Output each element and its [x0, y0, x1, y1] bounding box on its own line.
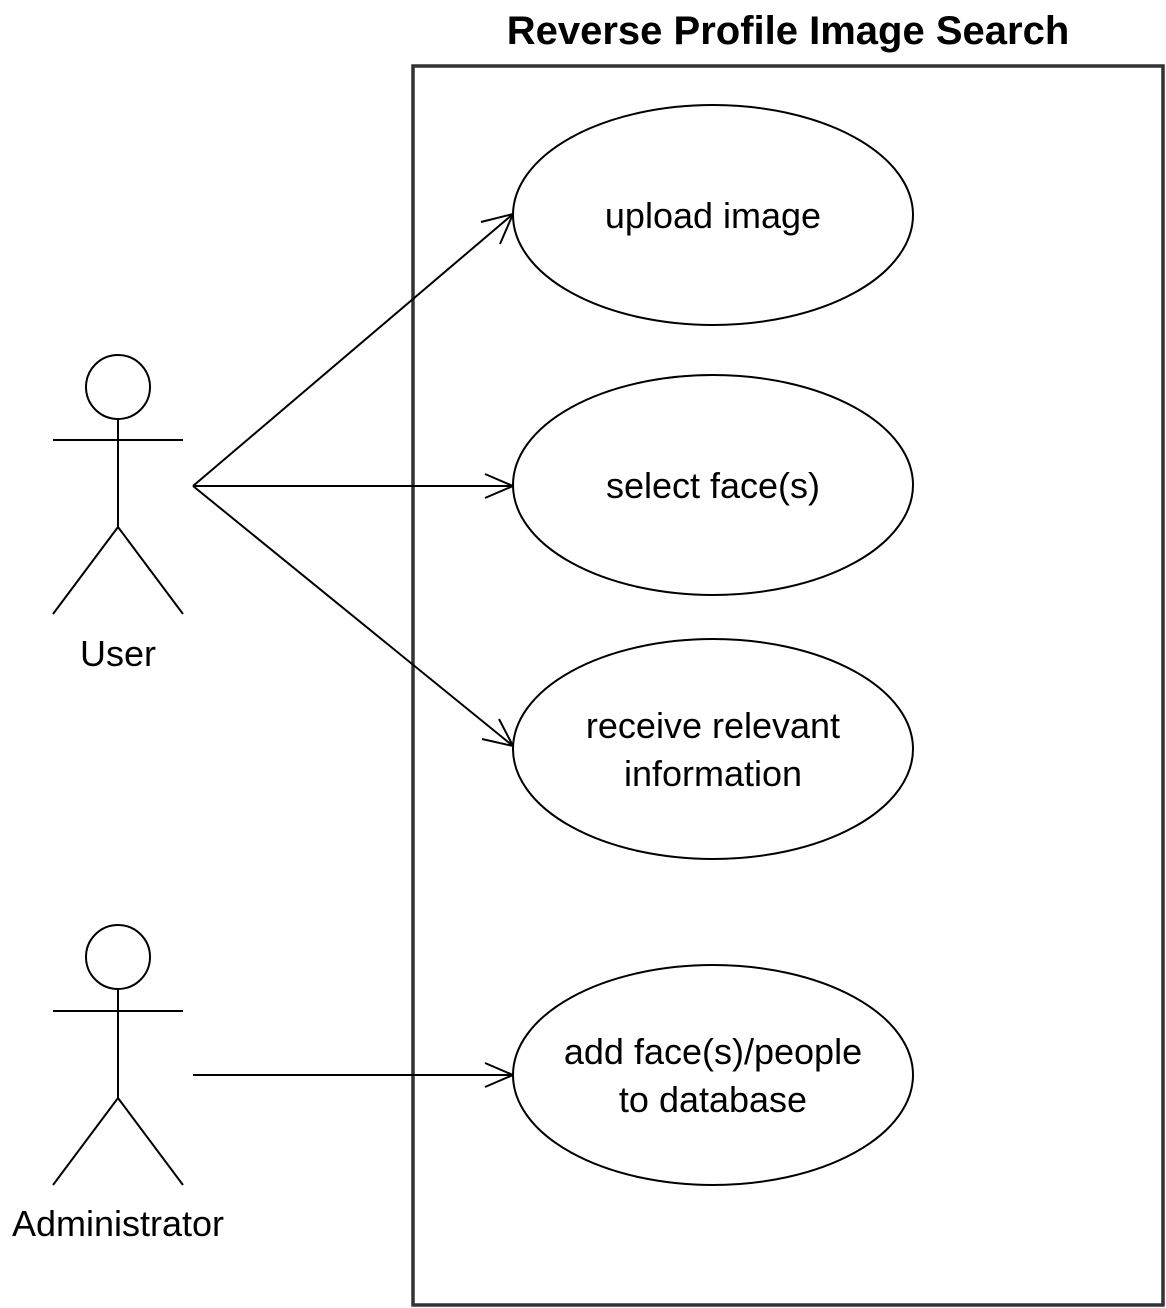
actor-right-leg [117, 1097, 184, 1186]
use-case-receive-information: receive relevant information [512, 638, 914, 860]
use-case-label-line-1: receive relevant [586, 705, 840, 746]
use-case-label: upload image [605, 195, 821, 236]
use-case-select-faces: select face(s) [512, 374, 914, 596]
use-case-ellipse [512, 964, 914, 1186]
use-case-ellipse [512, 374, 914, 596]
actor-left-leg [52, 526, 119, 615]
use-case-label-line-2: to database [619, 1079, 807, 1120]
stick-figure-icon [52, 354, 184, 615]
actor-label: User [80, 633, 156, 674]
use-case-ellipse [512, 104, 914, 326]
actor-right-leg [117, 526, 184, 615]
use-case-label-line-2: information [624, 753, 802, 794]
actor-administrator: Administrator [12, 924, 224, 1244]
associations [192, 212, 516, 1088]
actor-left-leg [52, 1097, 119, 1186]
system-title: Reverse Profile Image Search [507, 9, 1070, 53]
use-case-add-to-database: add face(s)/people to database [512, 964, 914, 1186]
stick-figure-icon [52, 924, 184, 1186]
use-case-upload-image: upload image [512, 104, 914, 326]
use-case-label-line-1: add face(s)/people [564, 1031, 862, 1072]
actor-head [85, 924, 151, 990]
actor-head [85, 354, 151, 420]
actor-label: Administrator [12, 1203, 224, 1244]
actor-user: User [52, 354, 184, 674]
use-case-ellipse [512, 638, 914, 860]
use-case-label: select face(s) [606, 465, 820, 506]
